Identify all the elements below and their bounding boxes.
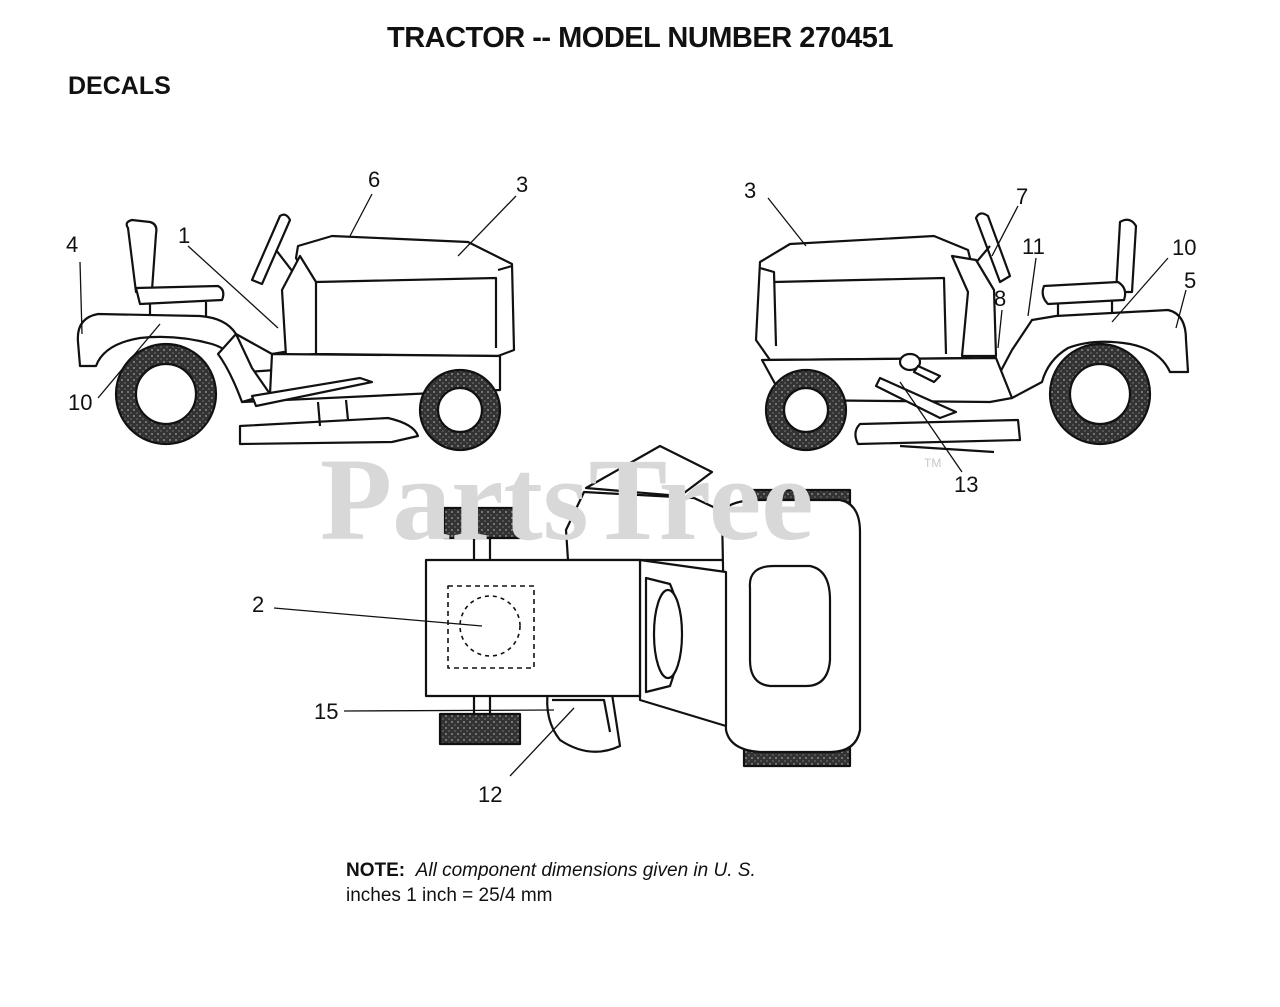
mower-deck [238, 416, 420, 446]
rear-fender [994, 308, 1190, 400]
callout-8-right: 8 [994, 286, 1006, 311]
seat-back [125, 218, 158, 294]
callout-3-right: 3 [744, 178, 756, 203]
seat-base [1041, 280, 1127, 306]
note-line-1: All component dimensions given in U. S. [415, 860, 756, 881]
note-line-2: inches 1 inch = 25/4 mm [346, 885, 553, 906]
front-tire-top [442, 506, 522, 540]
hood-top [424, 558, 642, 698]
seat-back [1114, 218, 1138, 294]
callout-13-right: 13 [954, 472, 978, 497]
top-view-leaders [273, 607, 575, 777]
top-view [424, 444, 862, 768]
callout-5-right: 5 [1184, 268, 1196, 293]
steering-wheel [974, 212, 1012, 284]
callout-6-left: 6 [368, 167, 380, 192]
callout-1-left: 1 [178, 223, 190, 248]
seat-base [134, 284, 225, 306]
right-view-leaders [767, 197, 1187, 473]
right-side-view [754, 212, 1190, 454]
dimension-note: NOTE: All component dimensions given in … [346, 858, 756, 908]
decal-outline [447, 585, 535, 669]
callout-numbers: 4 1 6 3 10 3 7 11 10 5 8 13 2 15 12 [66, 167, 1196, 807]
section-heading: DECALS [68, 72, 171, 100]
callout-7-right: 7 [1016, 184, 1028, 209]
callout-3-left: 3 [516, 172, 528, 197]
seat-top [748, 564, 832, 688]
callout-12-top: 12 [478, 782, 502, 807]
callout-4-left: 4 [66, 232, 78, 257]
trademark-mark: TM [924, 456, 942, 470]
callout-11-right: 11 [1022, 234, 1045, 259]
callout-10-left: 10 [68, 390, 92, 415]
hood [294, 234, 516, 358]
note-label: NOTE: [346, 860, 406, 881]
steering-wheel [250, 213, 292, 286]
callout-10-right: 10 [1172, 235, 1196, 260]
callout-15-top: 15 [314, 699, 338, 724]
callout-2-top: 2 [252, 592, 264, 617]
page-title: TRACTOR -- MODEL NUMBER 270451 [386, 22, 894, 54]
front-tire-bottom [438, 712, 522, 746]
left-view-leaders [79, 193, 517, 399]
mower-deck [854, 418, 1022, 446]
left-side-view [76, 213, 516, 452]
